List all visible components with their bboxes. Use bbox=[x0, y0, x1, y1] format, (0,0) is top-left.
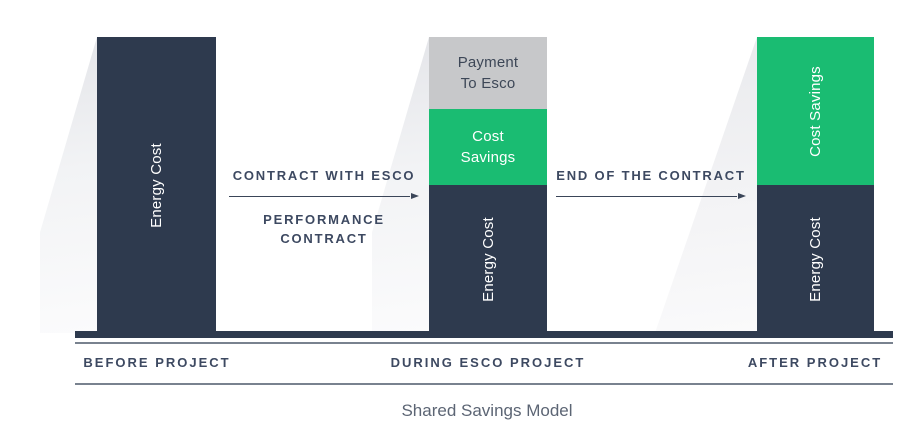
arrow-line bbox=[229, 196, 410, 197]
bar-during-project: Payment To Esco Cost Savings Energy Cost bbox=[429, 37, 547, 333]
segment-cost-savings: Cost Savings bbox=[429, 109, 547, 185]
segment-label: Cost Savings bbox=[807, 65, 824, 157]
transition-end-of-contract: END OF THE CONTRACT bbox=[556, 168, 746, 200]
diagram-caption: Shared Savings Model bbox=[401, 401, 573, 420]
axis-divider-bottom bbox=[75, 383, 893, 385]
arrow-label-above: CONTRACT WITH ESCO bbox=[232, 168, 416, 183]
segment-energy-cost: Energy Cost bbox=[429, 185, 547, 333]
transition-contract-with-esco: CONTRACT WITH ESCO PERFORMANCE CONTRACT bbox=[229, 168, 419, 248]
axis-baseline bbox=[75, 331, 893, 338]
segment-label: Energy Cost bbox=[479, 216, 497, 302]
segment-payment-to-esco: Payment To Esco bbox=[429, 37, 547, 109]
segment-label: Payment To Esco bbox=[457, 54, 519, 92]
arrow-label-below: PERFORMANCE CONTRACT bbox=[263, 212, 385, 246]
axis-divider-top bbox=[75, 342, 893, 344]
segment-cost-savings: Cost Savings bbox=[757, 37, 874, 185]
segment-energy-cost: Energy Cost bbox=[97, 37, 216, 333]
segment-label: Energy Cost bbox=[807, 216, 824, 302]
arrowhead-right-icon bbox=[411, 193, 419, 199]
axis-label-after-project: AFTER PROJECT bbox=[747, 355, 883, 370]
arrow-label-above: END OF THE CONTRACT bbox=[556, 168, 746, 183]
axis-label-during-esco-project: DURING ESCO PROJECT bbox=[390, 355, 586, 370]
bar-shadow-before bbox=[40, 37, 97, 333]
bar-before-project: Energy Cost bbox=[97, 37, 216, 333]
segment-label: Cost Savings bbox=[460, 128, 516, 166]
arrow bbox=[556, 193, 746, 200]
arrow-line bbox=[556, 196, 737, 197]
arrow bbox=[229, 193, 419, 200]
bar-after-project: Cost Savings Energy Cost bbox=[757, 37, 874, 333]
arrowhead-right-icon bbox=[738, 193, 746, 199]
segment-energy-cost: Energy Cost bbox=[757, 185, 874, 333]
segment-label: Energy Cost bbox=[148, 142, 165, 228]
axis-label-before-project: BEFORE PROJECT bbox=[83, 355, 231, 370]
